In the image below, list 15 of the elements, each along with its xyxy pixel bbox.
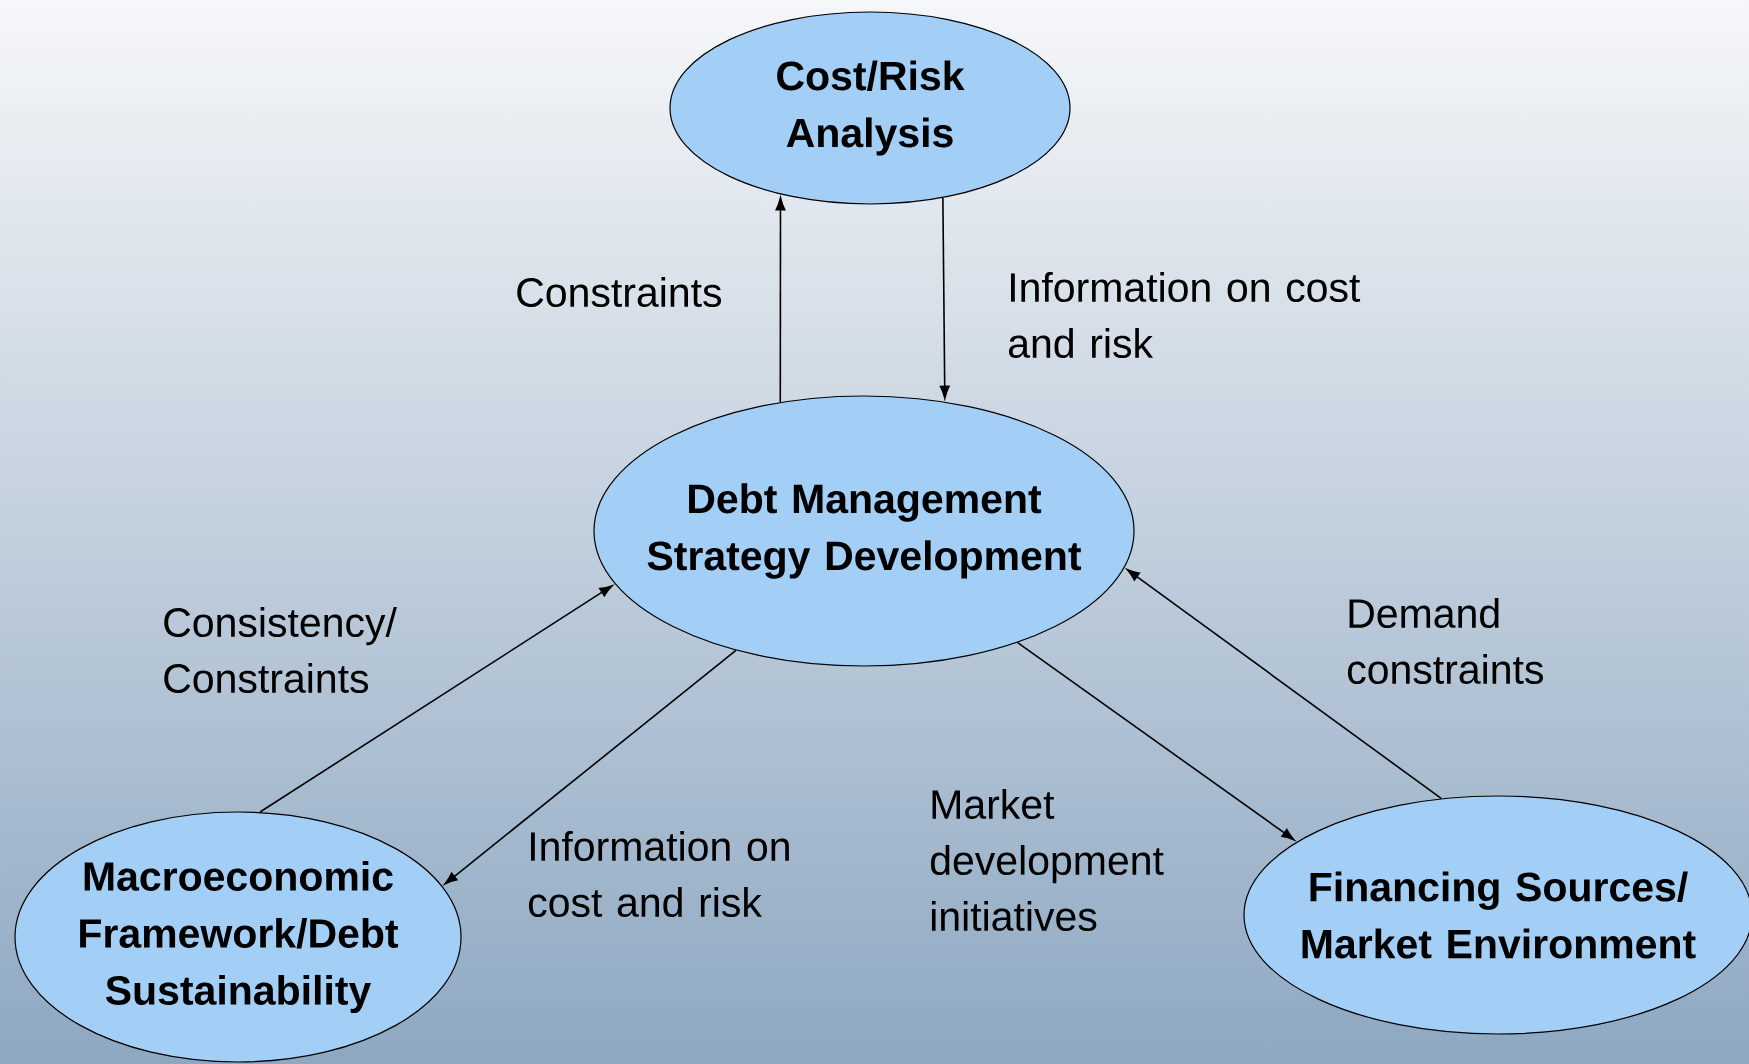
edge-label: Constraints: [517, 276, 722, 308]
edge-label: Information on cost and risk: [1008, 271, 1361, 359]
ellipse-node: Debt Management Strategy Development: [593, 395, 1135, 667]
edge-label: Market development initiatives: [930, 788, 1164, 932]
ellipse-node: Macroeconomic Framework/Debt Sustainability: [14, 811, 462, 1063]
arrow: [939, 197, 950, 399]
edge-label: Information on cost and risk: [528, 830, 789, 918]
ellipse-node: Financing Sources/ Market Environment: [1243, 795, 1749, 1035]
arrow: [1126, 568, 1442, 800]
arrow: [259, 585, 613, 813]
edge-label: Demand constraints: [1347, 597, 1543, 685]
edge-label: Consistency/ Constraints: [164, 606, 397, 694]
ellipse-node: Cost/Risk Analysis: [669, 11, 1071, 205]
arrow: [444, 649, 737, 885]
arrow: [1016, 641, 1295, 841]
